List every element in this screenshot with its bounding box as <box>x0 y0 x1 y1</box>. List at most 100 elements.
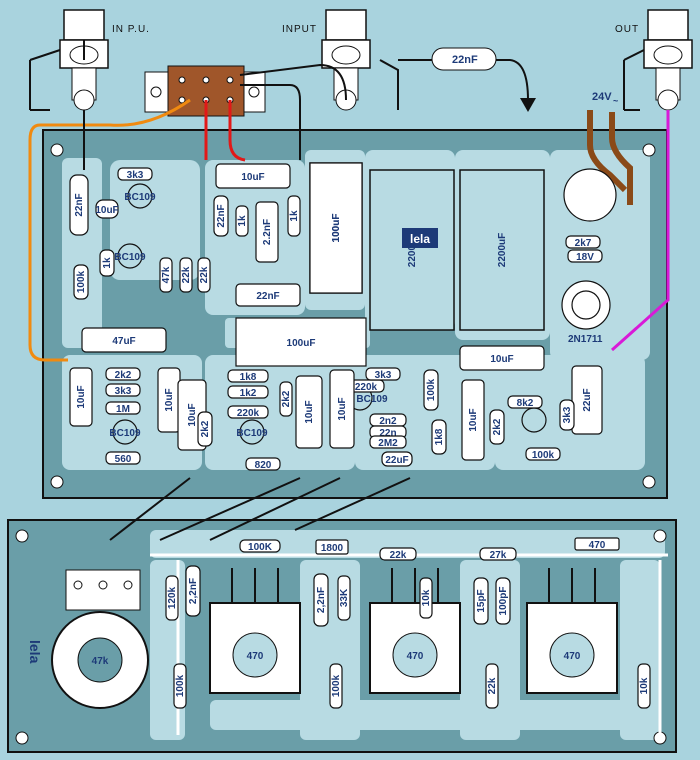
tone-part-3: 33K <box>337 575 351 621</box>
tone-part-3-label: 33K <box>339 588 350 607</box>
tone-part-0-label: 120k <box>167 586 178 609</box>
main-right-part-7: 22uF <box>571 365 603 435</box>
main-pot-label: 47k <box>92 656 109 667</box>
main-bias-part-11-label: 2M2 <box>378 438 398 449</box>
main-left-part-4-label: 100k <box>76 270 87 293</box>
component-layer: 3k3 22nF 10uF 1k 100k 47uF 10uF 2k2 3k3 1M 560 10uF… <box>27 162 651 709</box>
main-bias-part-3: 2k2 <box>279 381 293 417</box>
main-left-part-2-label: 10uF <box>95 205 118 216</box>
main-bias-part-2-label: 220k <box>237 408 260 419</box>
supply-ac-symbol: ~ <box>613 96 618 106</box>
wiring <box>28 40 670 541</box>
main-left-part-11-label: 10uF <box>164 388 175 411</box>
main-bias-part-8: 3k3 <box>365 367 401 381</box>
main-power-part-0-label: 100uF <box>331 214 342 243</box>
main-center-part-5-label: 100uF <box>331 214 342 243</box>
label-in-pu: IN P.U. <box>112 24 150 35</box>
main-bias-part-0-label: 1k8 <box>240 372 257 383</box>
main-left-part-7: 2k2 <box>105 367 141 381</box>
tone-part-0: 120k <box>165 575 179 621</box>
main-left-part-1: 22nF <box>69 174 89 236</box>
main-bias-part-3-label: 2k2 <box>281 390 292 407</box>
red-wire-2 <box>228 100 246 162</box>
main-left-part-10: 560 <box>105 451 141 465</box>
label-out: OUT <box>615 24 639 35</box>
main-bias-part-0: 1k8 <box>227 369 269 383</box>
tone-pot-label-1: 470 <box>407 651 424 662</box>
main-left-part-9: 1M <box>105 401 141 415</box>
transistor-label-3: BC109 <box>236 428 268 439</box>
main-power-part-6-label: 2N1711 <box>568 334 603 345</box>
main-right-part-4: 10uF <box>329 369 355 449</box>
main-power-part-1-label: 2200uF <box>407 233 418 267</box>
main-center-part-0-label: 10uF <box>241 172 264 183</box>
main-center-part-7: 1k <box>287 195 301 237</box>
tone-part-5-label: 100pF <box>498 587 509 616</box>
main-bias-part-10-label: 22n <box>379 428 396 439</box>
tone-top-part-3: 27k <box>479 547 517 561</box>
main-right-part-0-label: 100k <box>426 378 437 401</box>
main-left-part-6: 10uF <box>69 367 93 427</box>
out-jack <box>623 9 693 111</box>
main-left-part-5: 47uF <box>81 327 167 353</box>
main-power-part-4-label: 2k7 <box>575 238 592 249</box>
main-center-part-8-label: 47k <box>161 266 172 283</box>
main-right-part-8-label: 2k2 <box>200 420 211 437</box>
main-center-part-4: 22nF <box>235 283 301 307</box>
tone-part-7-label: 100k <box>331 674 342 697</box>
main-right-part-3-label: 2k2 <box>492 418 503 435</box>
main-center-part-3-label: 2.2nF <box>262 219 273 245</box>
tone-part-5: 100pF <box>495 577 511 625</box>
transistor-label-2: BC109 <box>109 428 141 439</box>
tone-top-part-1: 1800 <box>315 539 349 555</box>
main-left-part-9-label: 1M <box>116 404 130 415</box>
main-center-part-5: 100uF <box>309 162 363 294</box>
tone-part-1: 2,2nF <box>185 565 201 617</box>
input-jack <box>321 9 399 111</box>
tone-top-part-2-label: 22k <box>390 550 407 561</box>
label-input: INPUT <box>282 24 317 35</box>
main-bias-part-1-label: 1k2 <box>240 388 257 399</box>
main-power-part-3: 10uF <box>459 345 545 371</box>
main-bias-part-9-label: 2n2 <box>379 416 397 427</box>
main-bias-part-5: 820 <box>245 457 281 471</box>
main-right-part-7-label: 22uF <box>582 388 593 411</box>
main-center-part-1-label: 22nF <box>216 204 227 227</box>
coupling-capacitor-label: 22nF <box>452 54 478 66</box>
main-power-part-2-label: 2200uF <box>497 233 508 267</box>
coupling-capacitor: 22nF <box>398 47 536 112</box>
main-center-part-3: 2.2nF <box>255 201 279 263</box>
main-right-part-1: 10uF <box>461 379 485 461</box>
tone-part-10-label: 10k <box>421 589 432 606</box>
tone-top-part-0-label: 100K <box>248 542 273 553</box>
main-left-part-2: 10uF <box>95 199 119 219</box>
tone-top-part-3-label: 27k <box>490 550 507 561</box>
brown-wire-2 <box>609 112 633 205</box>
brown-wire-1 <box>587 110 628 193</box>
main-center-part-1: 22nF <box>213 195 229 237</box>
main-center-part-7-label: 1k <box>289 210 300 222</box>
main-left-part-5-label: 47uF <box>112 336 135 347</box>
main-center-part-4-label: 22nF <box>256 291 279 302</box>
main-left-part-6-label: 10uF <box>76 385 87 408</box>
main-center-part-8: 47k <box>159 257 173 293</box>
tone-part-4: 15pF <box>473 577 489 625</box>
tone-pot-label-0: 470 <box>247 651 264 662</box>
tone-top-part-4: 470 <box>574 537 620 551</box>
supply-label: 24V <box>592 91 612 103</box>
main-right-part-9: 3k3 <box>559 399 575 431</box>
tone-part-4-label: 15pF <box>476 589 487 612</box>
main-left-part-4: 100k <box>73 264 89 300</box>
in-pu-jack <box>29 9 109 111</box>
orange-wire <box>28 98 191 362</box>
main-right-part-2-label: 1k8 <box>434 428 445 445</box>
main-left-part-1-label: 22nF <box>74 193 85 216</box>
main-bias-part-9: 2n2 <box>369 413 407 427</box>
tone-board-logo: lela <box>27 640 43 664</box>
main-right-part-1-label: 10uF <box>468 408 479 431</box>
tone-part-9-label: 10k <box>639 677 650 694</box>
tone-part-7: 100k <box>329 663 343 709</box>
main-right-part-3: 2k2 <box>489 409 505 445</box>
main-bias-part-1: 1k2 <box>227 385 269 399</box>
